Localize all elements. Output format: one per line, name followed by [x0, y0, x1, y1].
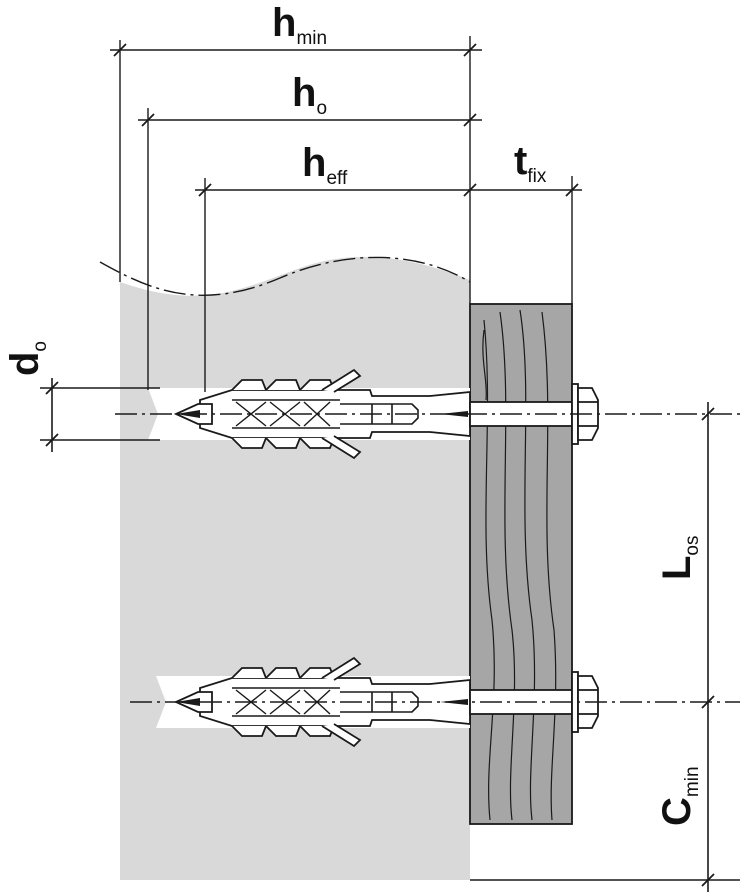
- label-C-min-group: Cmin: [655, 766, 703, 826]
- dimension-h-eff: [195, 183, 582, 197]
- plug-wing-bottom: [321, 435, 362, 460]
- label-h-o: ho: [292, 71, 327, 119]
- concrete-base: [120, 256, 470, 880]
- collar-mark: [440, 411, 468, 417]
- dimension-L-os: [701, 402, 715, 892]
- dimension-h-min: [110, 43, 482, 57]
- plug-wing-top: [321, 656, 362, 681]
- label-d-o: do: [3, 341, 51, 376]
- plug-fin: [231, 379, 267, 449]
- dimension-d-o: [45, 378, 59, 452]
- plug-core: [232, 687, 340, 717]
- plug-core: [232, 399, 340, 429]
- dimension-h-o: [138, 113, 482, 127]
- plug-fin: [265, 379, 301, 449]
- plug-fin: [265, 667, 301, 737]
- plug-wing-top: [321, 368, 362, 393]
- label-t-fix: tfix: [514, 139, 547, 187]
- label-L-os: Los: [655, 535, 703, 580]
- label-C-min: Cmin: [655, 766, 703, 826]
- plug-fin: [231, 667, 267, 737]
- label-L-os-group: Los: [655, 535, 703, 580]
- label-h-eff: heff: [302, 141, 348, 189]
- label-d-o-group: do: [3, 341, 51, 376]
- screw-point: [176, 698, 200, 706]
- plug-wing-bottom: [321, 723, 362, 748]
- label-h-min: hmin: [272, 1, 327, 49]
- extension-lines: [40, 36, 740, 881]
